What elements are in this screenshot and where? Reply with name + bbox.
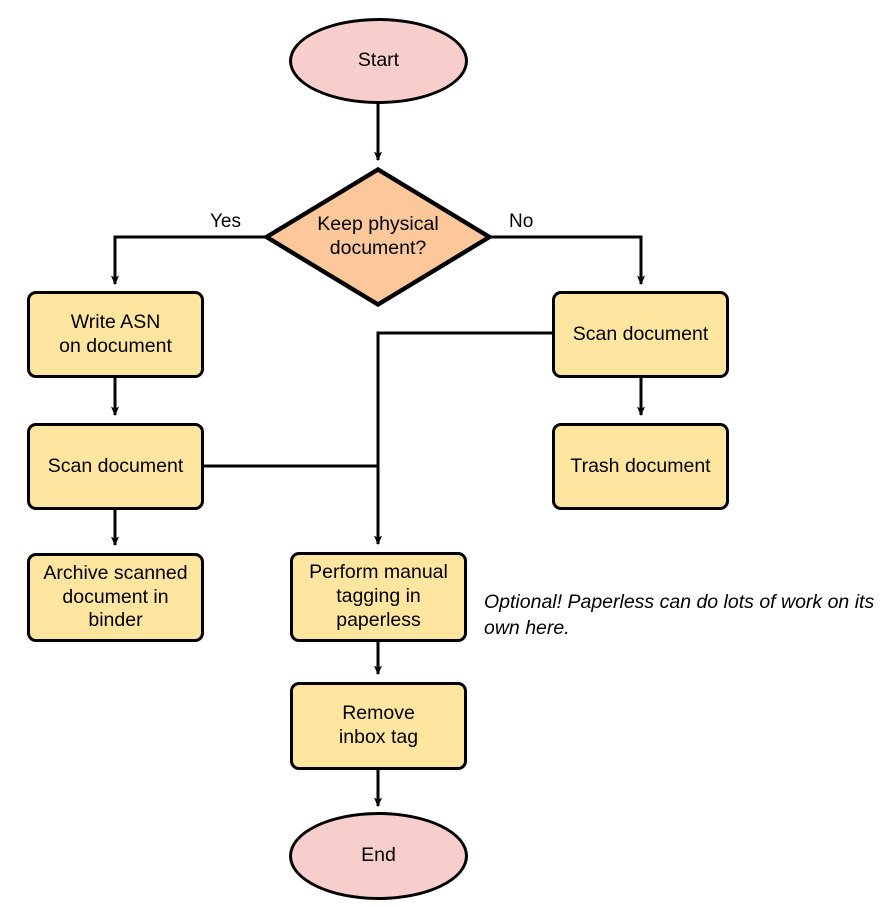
node-remove-inbox-label: Remove inbox tag <box>338 702 419 748</box>
node-manual-tagging-label: Perform manual tagging in paperless <box>309 561 448 631</box>
node-trash-document[interactable]: Trash document <box>552 423 729 510</box>
node-end[interactable]: End <box>289 812 468 900</box>
node-archive-scanned-document-in-binder[interactable]: Archive scanned document in binder <box>27 553 204 642</box>
node-end-label: End <box>361 844 396 866</box>
edge-scan-right-to-manual-tagging <box>374 331 552 546</box>
node-scan-document-left[interactable]: Scan document <box>27 423 204 510</box>
node-keep-physical-document[interactable]: Keep physical document? <box>264 167 492 307</box>
node-trash-document-label: Trash document <box>570 454 711 477</box>
node-start-label: Start <box>357 49 400 71</box>
optional-annotation-text: Optional! Paperless can do lots of work … <box>484 591 875 639</box>
node-write-asn-on-document[interactable]: Write ASN on document <box>27 291 204 378</box>
node-scan-document-left-label: Scan document <box>47 454 184 477</box>
edge-decision-yes-to-write-asn <box>111 235 265 286</box>
node-scan-document-right-label: Scan document <box>572 322 709 345</box>
node-perform-manual-tagging[interactable]: Perform manual tagging in paperless <box>290 552 467 642</box>
node-write-asn-label: Write ASN on document <box>59 310 172 357</box>
edge-decision-no-to-scan-right <box>491 235 645 286</box>
node-start[interactable]: Start <box>289 18 468 104</box>
node-archive-binder-label: Archive scanned document in binder <box>43 561 188 632</box>
diamond-shape <box>264 167 492 307</box>
node-decision-label: Keep physical document? <box>317 213 439 259</box>
node-remove-inbox-tag[interactable]: Remove inbox tag <box>290 682 467 770</box>
edge-label-no: No <box>509 211 534 232</box>
node-scan-document-right[interactable]: Scan document <box>552 291 729 378</box>
edge-label-yes: Yes <box>210 211 241 232</box>
